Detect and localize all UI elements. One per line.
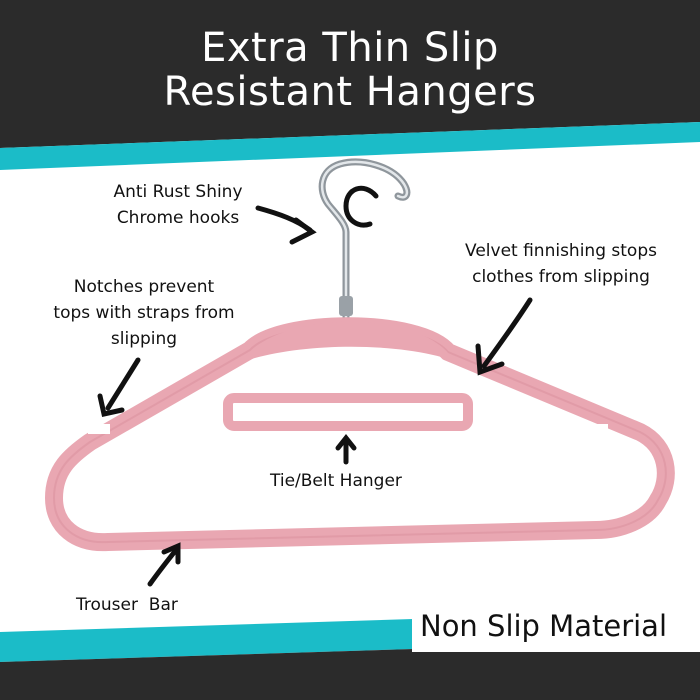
arrow-trouser	[147, 547, 179, 587]
callout-notches-line-2: tops with straps from	[53, 303, 235, 323]
chrome-hook-icon	[318, 158, 411, 322]
callout-notches-line-1: Notches prevent	[73, 277, 215, 297]
callout-velvet: Velvet finnishing stops clothes from sli…	[442, 238, 680, 290]
notch-right	[586, 424, 608, 434]
hanger-body-shade	[53, 325, 667, 544]
title-line-1: Extra Thin Slip	[201, 25, 499, 71]
callout-velvet-line-2: clothes from slipping	[472, 267, 650, 287]
header-band	[0, 0, 700, 148]
title-line-2: Resistant Hangers	[163, 69, 537, 115]
teal-stripe-top	[0, 122, 700, 170]
arrow-hook-head	[289, 217, 317, 245]
arrow-icon	[97, 205, 533, 587]
callout-trouser-bar: Trouser Bar	[76, 595, 178, 615]
arrow-tie-head	[335, 433, 357, 451]
callout-notches: Notches prevent tops with straps from sl…	[30, 274, 258, 352]
hanger-shoulder	[232, 321, 470, 368]
callout-hook-line-1: Anti Rust Shiny	[113, 182, 243, 202]
callout-notches-line-3: slipping	[110, 329, 178, 349]
arrow-notches	[105, 357, 141, 411]
footer-non-slip: Non Slip Material	[420, 609, 667, 643]
hanger-body	[45, 317, 675, 552]
notch-left	[88, 424, 110, 434]
callout-tie-belt: Tie/Belt Hanger	[270, 471, 402, 491]
arrow-velvet	[481, 297, 533, 369]
tie-belt-bar	[223, 393, 473, 431]
arrow-notches-head	[97, 393, 125, 417]
callout-hook: Anti Rust Shiny Chrome hooks	[96, 179, 260, 231]
callout-hook-line-2: Chrome hooks	[116, 208, 240, 228]
arrow-trouser-head	[161, 542, 181, 565]
footer-band	[0, 640, 700, 700]
arrow-velvet-head	[475, 343, 505, 376]
hanger-illustration	[45, 158, 675, 552]
footer-label-bg	[412, 606, 700, 652]
callout-velvet-line-1: Velvet finnishing stops	[465, 241, 657, 261]
